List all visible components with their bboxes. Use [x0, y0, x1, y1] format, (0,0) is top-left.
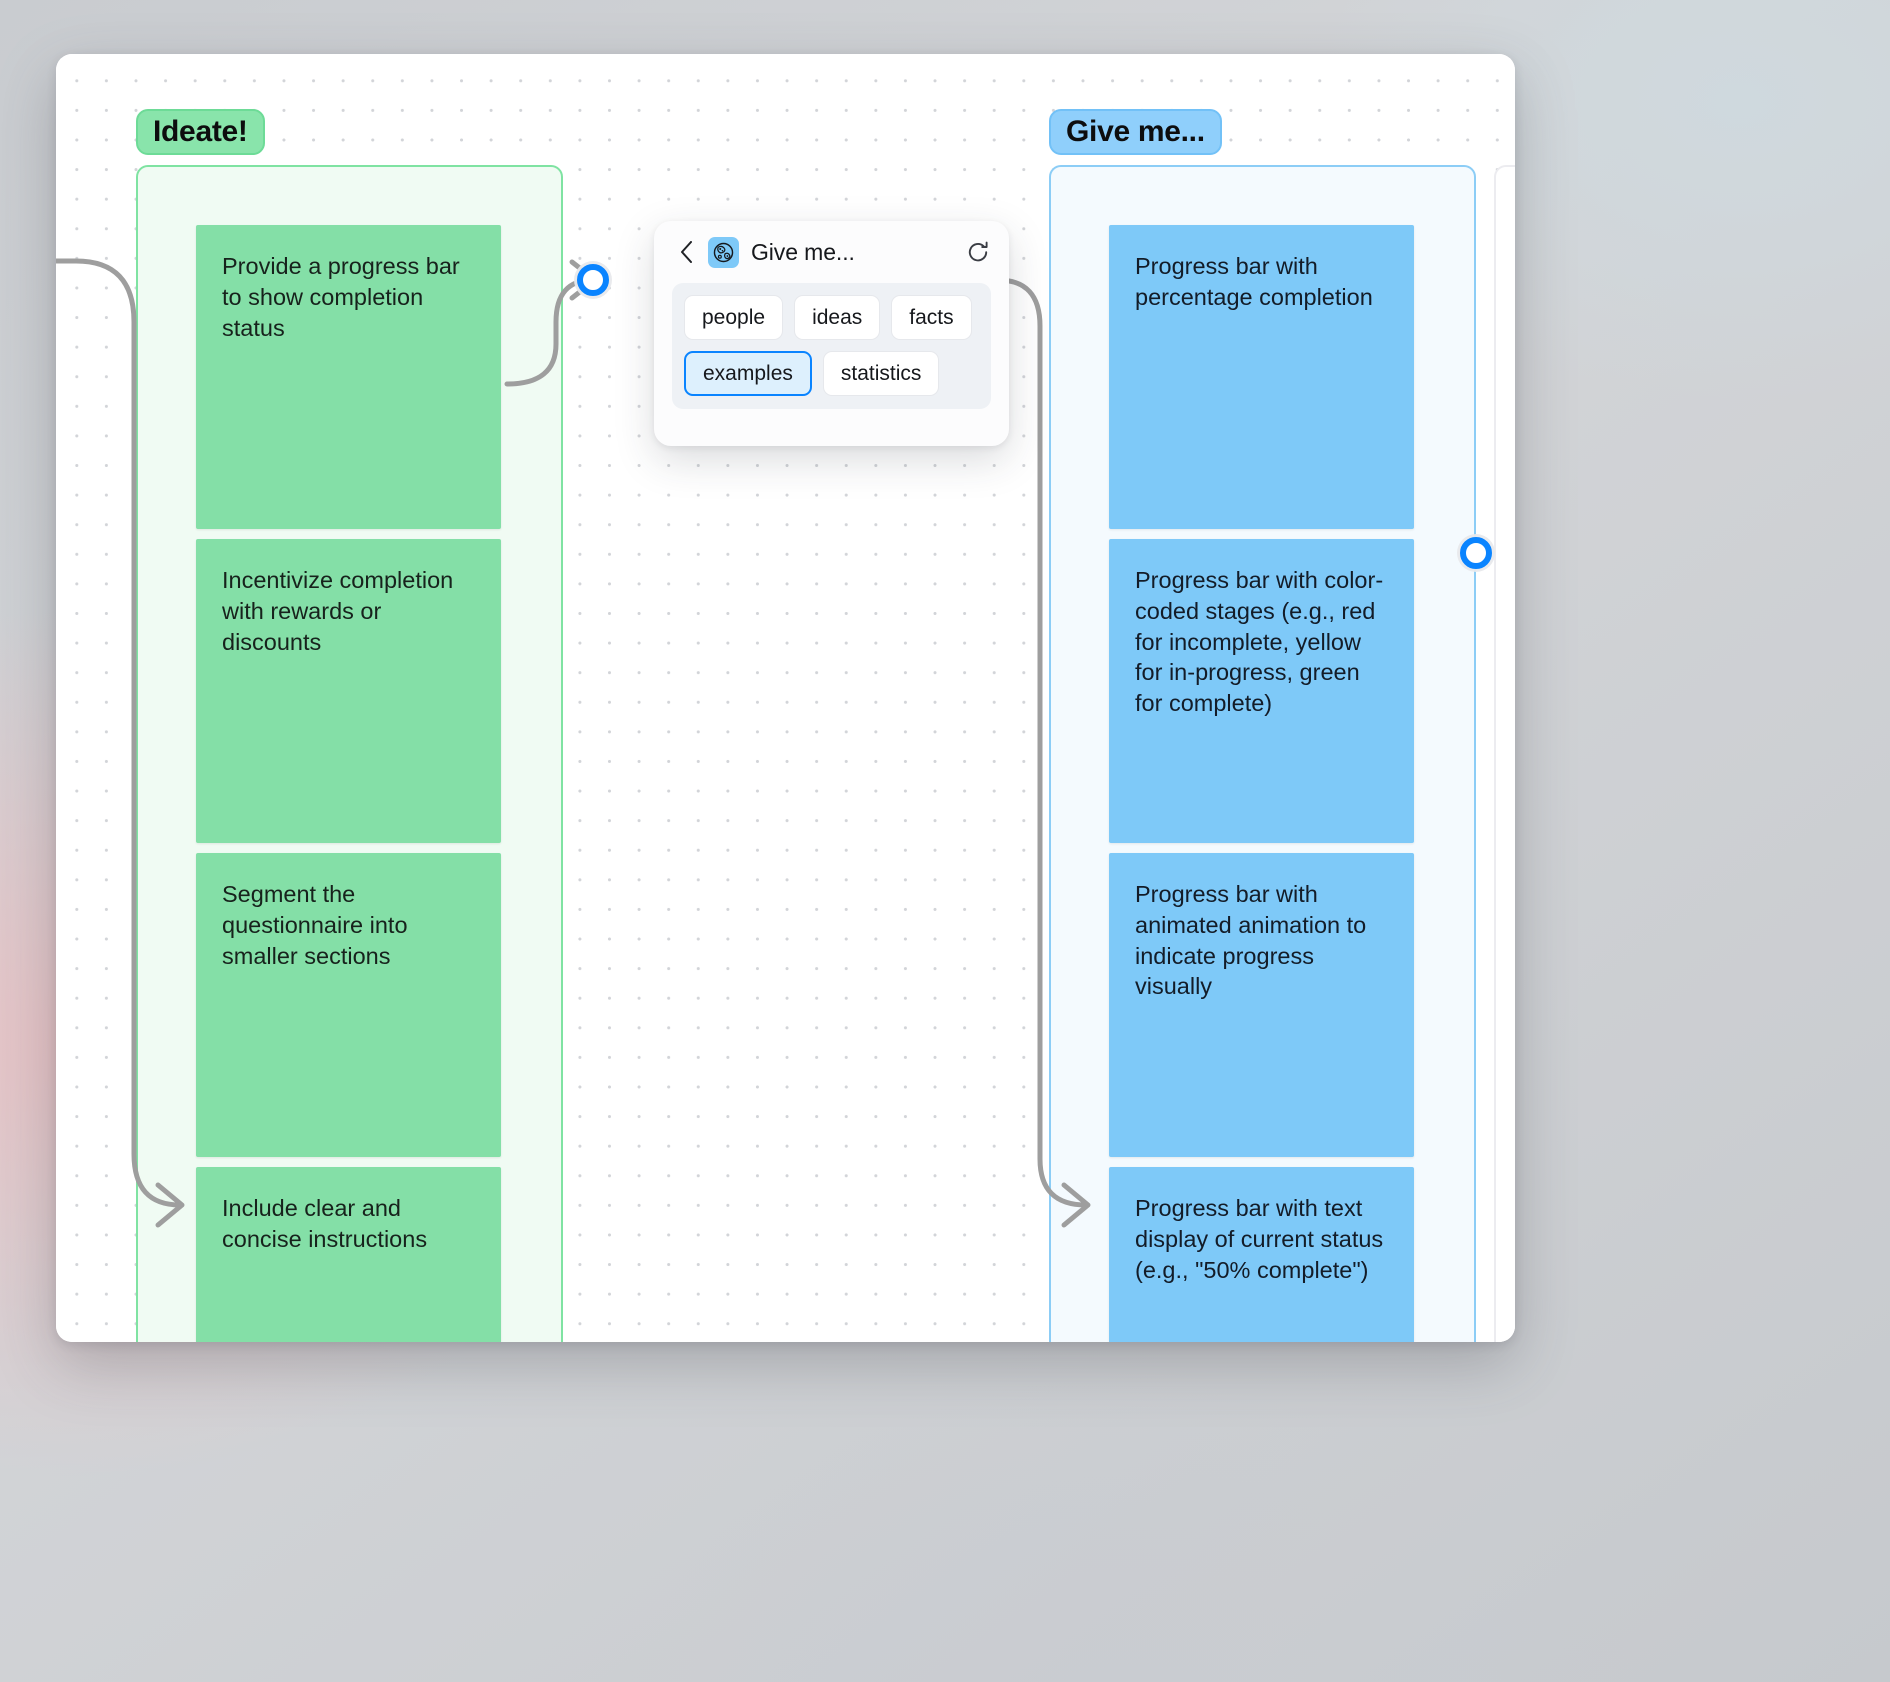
card-text: Incentivize completion with rewards or d… — [222, 567, 454, 655]
card-text: Provide a progress bar to show completio… — [222, 253, 460, 341]
chip-ideas[interactable]: ideas — [794, 295, 881, 340]
card-text: Include clear and concise instructions — [222, 1195, 428, 1252]
chip-label: people — [702, 305, 766, 329]
column-offscreen-partial[interactable] — [1494, 165, 1515, 1342]
card-text: Progress bar with color-coded stages (e.… — [1135, 567, 1384, 717]
chip-label: examples — [703, 361, 793, 385]
popup-title: Give me... — [751, 238, 855, 265]
card-ideate-1[interactable]: Provide a progress bar to show completio… — [196, 225, 501, 529]
card-text: Progress bar with text display of curren… — [1135, 1195, 1384, 1283]
chip-facts[interactable]: facts — [891, 295, 972, 340]
card-text: Progress bar with percentage completion — [1135, 253, 1373, 310]
chip-label: statistics — [840, 361, 922, 385]
popup-header: Give me... — [654, 221, 1009, 283]
card-give-me-2[interactable]: Progress bar with color-coded stages (e.… — [1109, 539, 1414, 843]
card-give-me-4[interactable]: Progress bar with text display of curren… — [1109, 1167, 1414, 1342]
chip-statistics[interactable]: statistics — [822, 351, 940, 396]
card-ideate-4[interactable]: Include clear and concise instructions — [196, 1167, 501, 1342]
chips-tray: people ideas facts examples statistics — [672, 283, 991, 409]
card-text: Segment the questionnaire into smaller s… — [222, 881, 408, 969]
app-window: Ideate! Provide a progress bar to show c… — [56, 54, 1515, 1342]
connector-port-input[interactable] — [574, 261, 612, 299]
connector-port-blue-column[interactable] — [1457, 534, 1495, 572]
chevron-left-icon[interactable] — [676, 240, 696, 264]
chip-people[interactable]: people — [684, 295, 784, 340]
refresh-icon[interactable] — [965, 239, 991, 265]
chip-label: facts — [909, 305, 954, 329]
card-text: Progress bar with animated animation to … — [1135, 881, 1367, 1000]
card-ideate-2[interactable]: Incentivize completion with rewards or d… — [196, 539, 501, 843]
column-title-give-me-label: Give me... — [1066, 115, 1205, 148]
card-ideate-3[interactable]: Segment the questionnaire into smaller s… — [196, 853, 501, 1157]
column-title-ideate[interactable]: Ideate! — [136, 109, 265, 155]
chip-examples[interactable]: examples — [684, 351, 812, 396]
brain-icon — [708, 236, 739, 268]
column-title-give-me[interactable]: Give me... — [1049, 109, 1222, 155]
card-give-me-1[interactable]: Progress bar with percentage completion — [1109, 225, 1414, 529]
column-title-ideate-label: Ideate! — [153, 115, 248, 148]
chip-label: ideas — [812, 305, 863, 329]
ai-assistant-popup[interactable]: Give me... people ideas facts — [654, 221, 1009, 446]
card-give-me-3[interactable]: Progress bar with animated animation to … — [1109, 853, 1414, 1157]
